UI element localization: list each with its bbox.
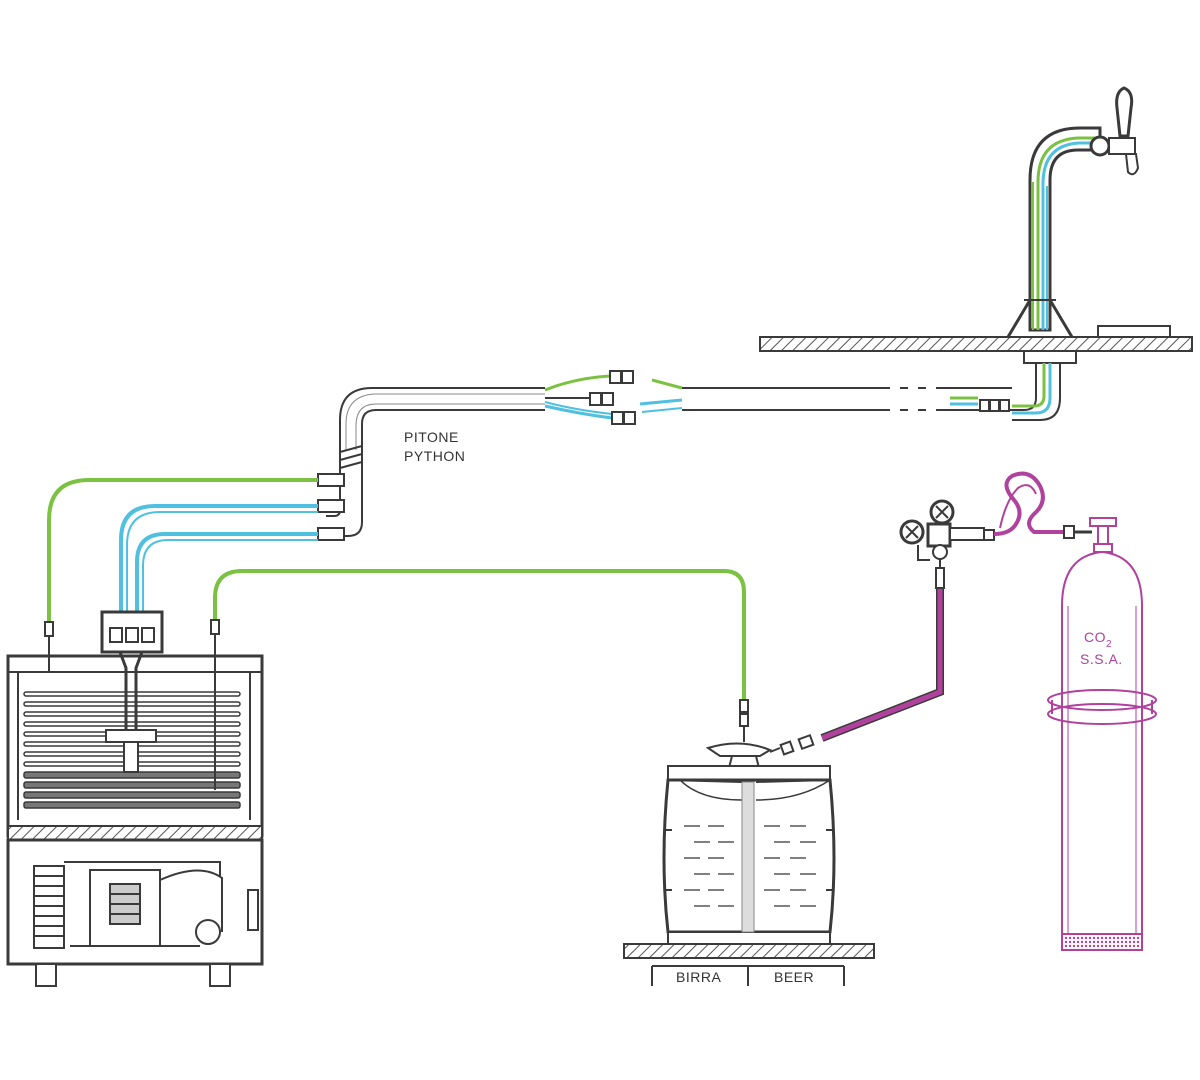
co2-cylinder bbox=[1047, 517, 1157, 951]
tap-spout-icon bbox=[1124, 153, 1140, 176]
co2-regulator bbox=[899, 499, 995, 568]
compressor bbox=[64, 861, 223, 947]
keg-label-en: BEER bbox=[774, 969, 814, 985]
drip-tray bbox=[1097, 325, 1171, 338]
keg-beer-line bbox=[213, 569, 749, 742]
keg-label-it: BIRRA bbox=[676, 969, 721, 985]
beer-cooler bbox=[6, 610, 264, 987]
python-trunk-line bbox=[317, 370, 1012, 541]
coil-turn bbox=[23, 691, 241, 697]
python-label-en: PYTHON bbox=[404, 448, 465, 464]
co2-coiled-hose bbox=[993, 471, 1092, 539]
regulator-knob-icon bbox=[932, 544, 948, 560]
co2-label: CO2 bbox=[1084, 629, 1112, 650]
coil-turn bbox=[23, 701, 241, 707]
coil-turn bbox=[23, 781, 241, 789]
coil-turn bbox=[23, 791, 241, 799]
tap-handle-icon bbox=[1115, 86, 1134, 138]
coil-turn bbox=[23, 801, 241, 809]
beer-level-marks bbox=[684, 825, 816, 907]
condenser-fins bbox=[33, 865, 65, 949]
cooler-to-python-lines bbox=[47, 478, 318, 622]
tap-tower bbox=[1006, 86, 1140, 338]
co2-label-ssa: S.S.A. bbox=[1080, 651, 1123, 667]
coil-turn bbox=[23, 711, 241, 717]
coil-turn bbox=[23, 721, 241, 727]
tap-valve-icon bbox=[1089, 135, 1111, 157]
bar-counter bbox=[759, 325, 1193, 352]
keg-coupler-icon bbox=[705, 742, 773, 757]
keg-gas-line bbox=[769, 567, 945, 756]
python-label-it: PITONE bbox=[404, 429, 459, 445]
tower-shank bbox=[1012, 350, 1077, 421]
keg-floor bbox=[623, 943, 875, 959]
beer-keg bbox=[623, 742, 875, 986]
